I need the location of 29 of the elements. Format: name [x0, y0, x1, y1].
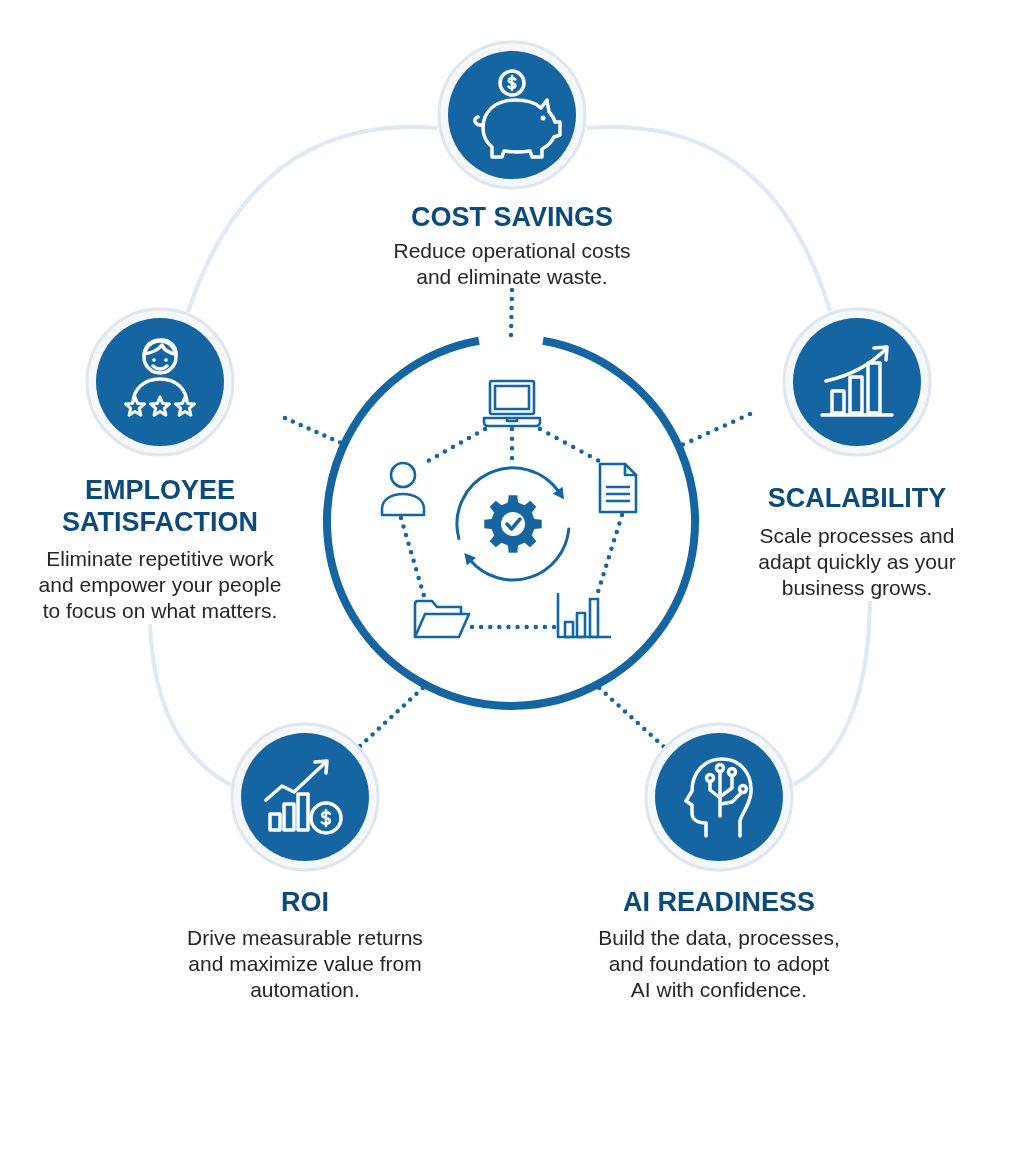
arc-connector: [186, 125, 438, 313]
dotted-connector: [509, 426, 515, 462]
bar-chart-icon: [555, 592, 612, 640]
arc-connector: [586, 125, 832, 312]
person-icon: [378, 460, 428, 518]
heading: AI READINESS: [622, 886, 815, 918]
heading: SCALABILITY: [767, 482, 947, 514]
dotted-connector: [357, 685, 425, 749]
heading: COST SAVINGS: [411, 201, 613, 233]
dotted-connector: [508, 287, 515, 339]
dotted-connector: [679, 411, 753, 448]
dotted-connector: [597, 685, 667, 750]
dotted-connector: [425, 426, 488, 464]
description: Drive measurable returns and maximize value from automation.: [186, 925, 424, 1003]
description: Build the data, processes, and foundation to adopt AI with confidence.: [597, 925, 841, 1003]
description: Scale processes and adapt quickly as your business grows.: [757, 523, 957, 601]
dotted-connector: [282, 415, 344, 446]
arc-connector: [791, 600, 872, 787]
heading: ROI: [281, 886, 329, 918]
description: Eliminate repetitive work and empower your people to focus on what matters.: [37, 546, 283, 624]
document-icon: [597, 461, 639, 515]
arc-connector: [148, 623, 233, 787]
heading: EMPLOYEE SATISFACTION: [61, 474, 259, 538]
description: Reduce operational costs and eliminate waste.: [392, 238, 632, 290]
dotted-connector: [537, 426, 602, 464]
dotted-connector: [595, 512, 625, 595]
dotted-connector: [469, 624, 558, 630]
dotted-connector: [398, 515, 427, 599]
laptop-icon: [482, 379, 542, 429]
